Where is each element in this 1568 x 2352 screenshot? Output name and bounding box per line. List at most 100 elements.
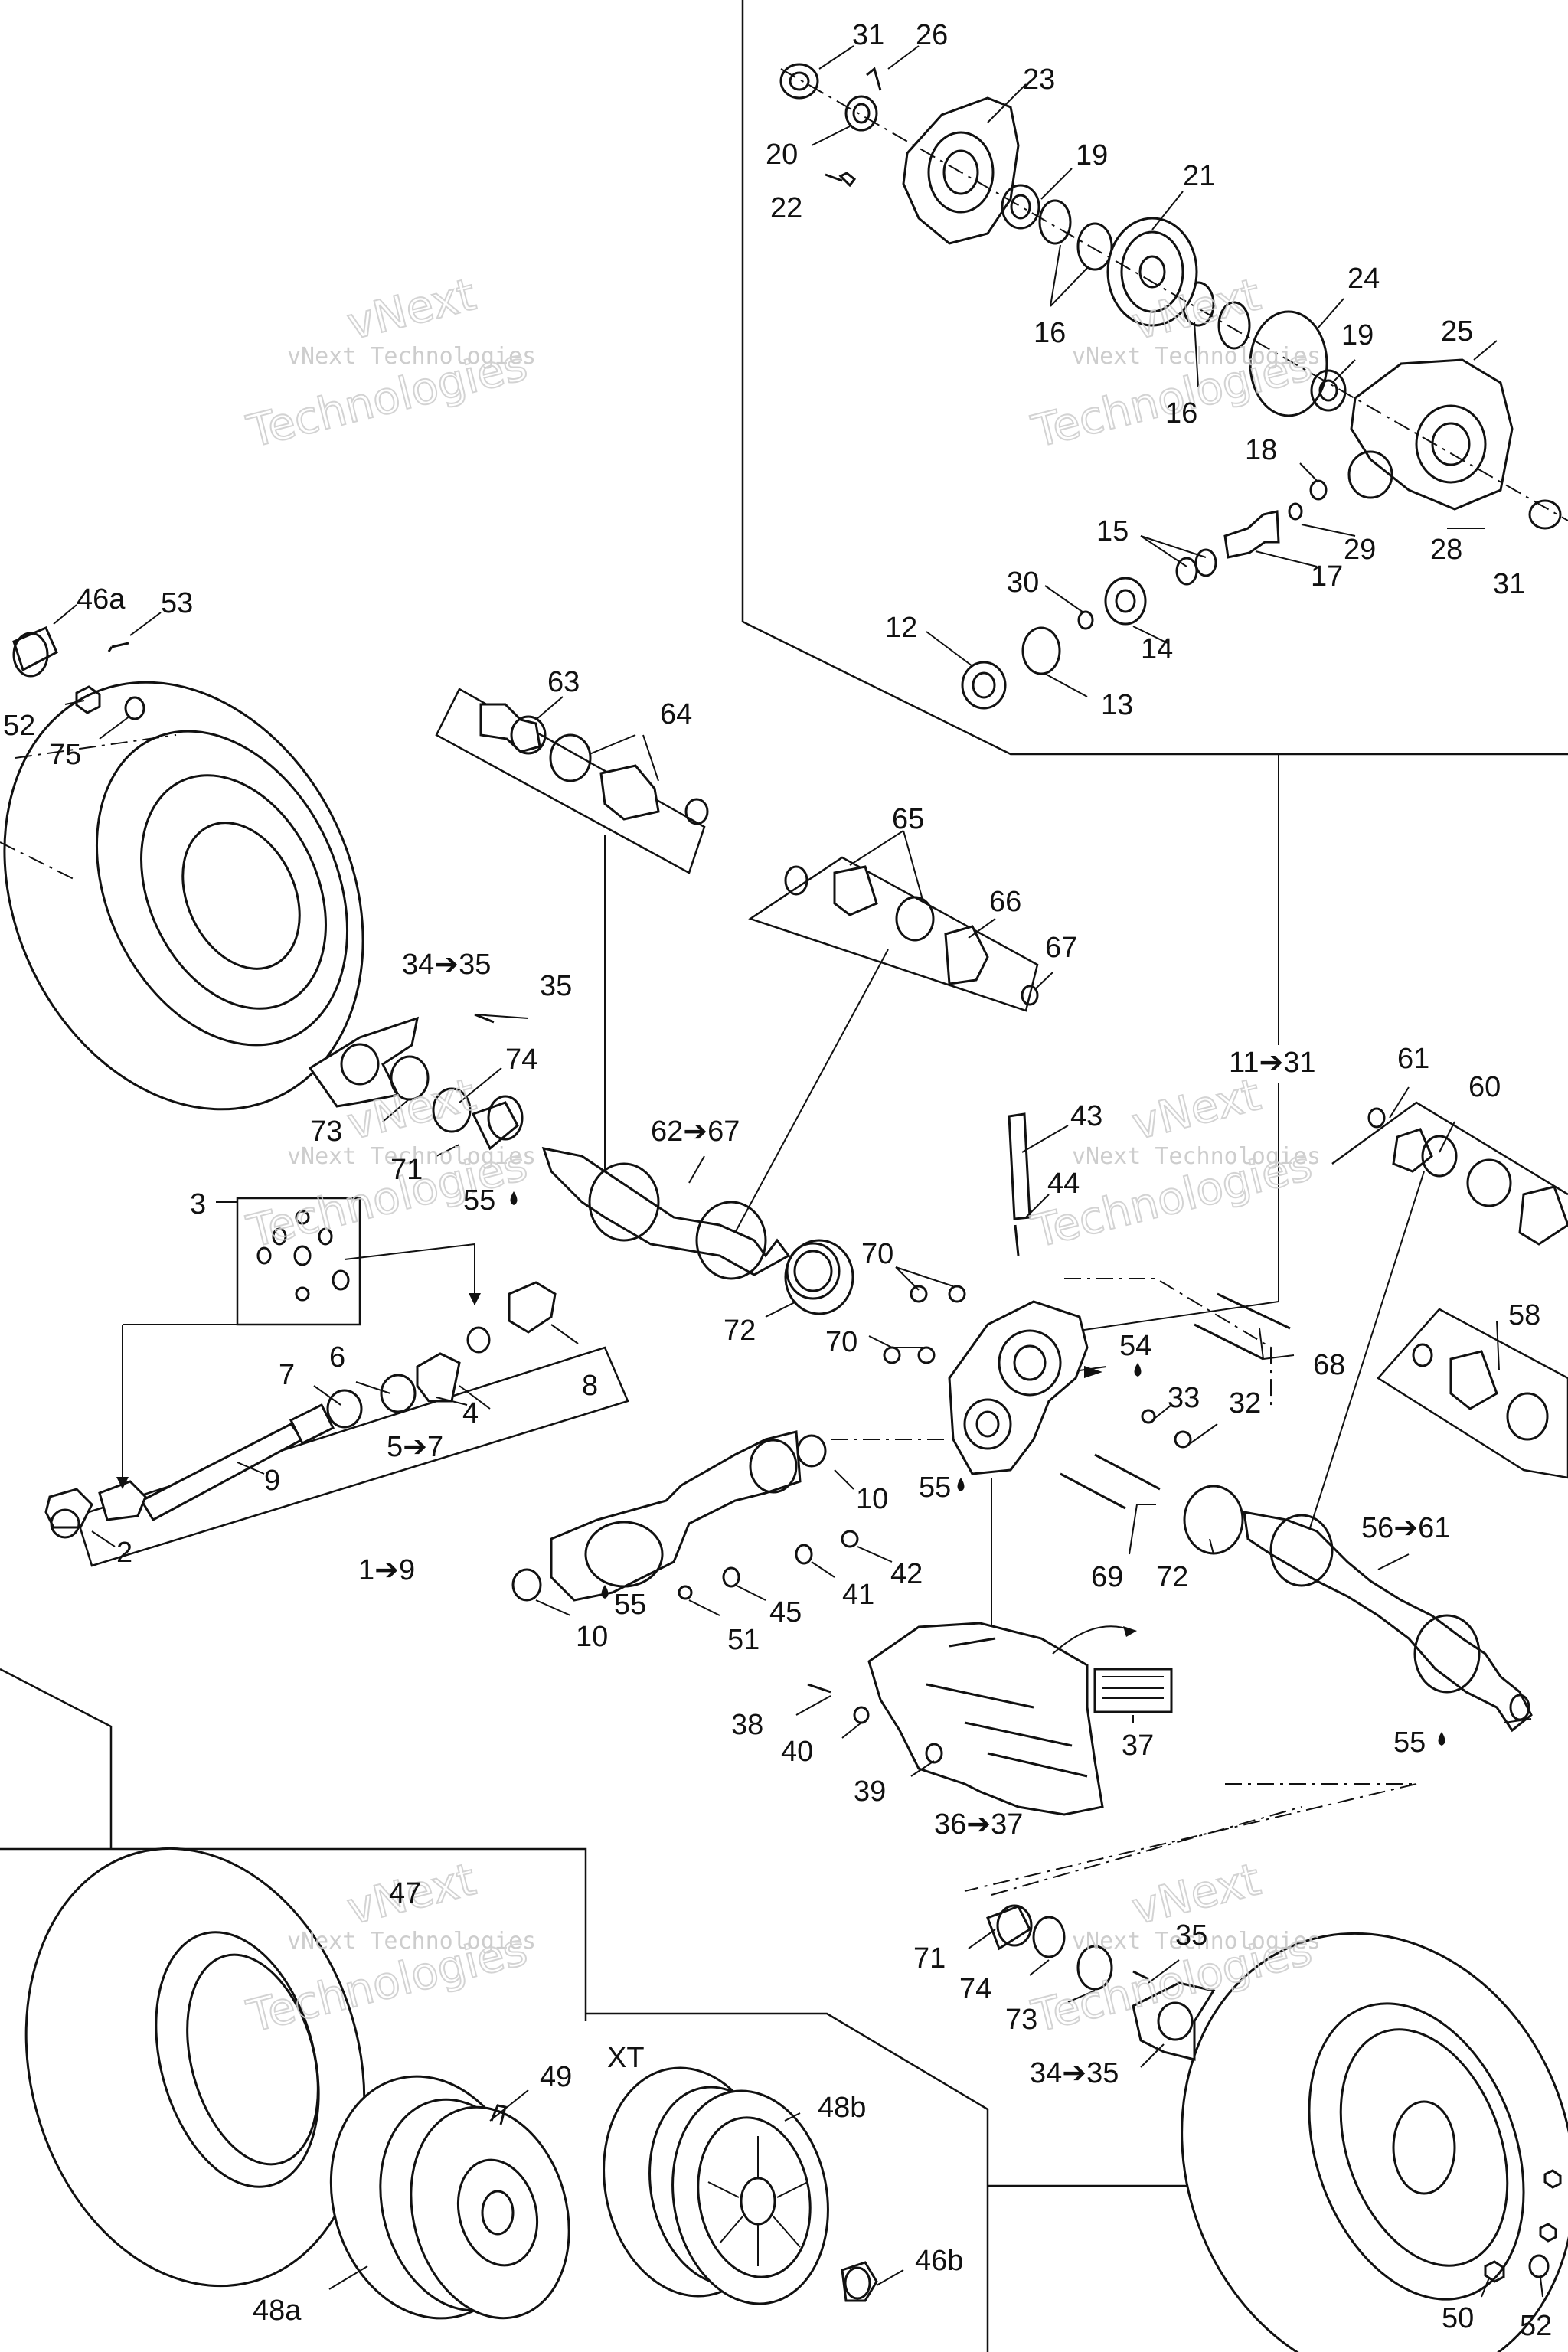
callout-25: 25 [1441,315,1473,348]
callout-9: 9 [264,1465,280,1497]
callout-55b: 55 [919,1472,951,1504]
callout-62-67: 62➔67 [651,1116,740,1148]
callout-35b: 35 [1175,1919,1207,1952]
callout-55d: 55 [1393,1726,1426,1759]
variant-label-xt: XT [607,2042,645,2074]
callout-5-7: 5➔7 [387,1431,443,1463]
front-differential-housing [784,1112,1291,1673]
callout-34-35: 34➔35 [402,949,491,981]
arrow-icon [1084,1366,1102,1378]
callout-73: 73 [310,1116,342,1148]
callout-3: 3 [190,1188,206,1220]
callout-65: 65 [892,803,924,835]
drive-guard [807,1622,1417,1892]
callout-22: 22 [770,192,802,224]
callout-7: 7 [279,1359,295,1391]
callout-13: 13 [1101,689,1133,721]
watermark-1: vNext vNext Technologies Technologies [241,267,536,459]
callout-29: 29 [1344,534,1376,566]
callout-14: 14 [1141,633,1173,665]
callout-75: 75 [49,739,81,771]
svg-text:vNext: vNext [1127,1068,1266,1150]
watermark-3: vNext vNext Technologies Technologies [241,1067,536,1259]
callout-60: 60 [1468,1071,1501,1103]
callout-28: 28 [1430,534,1462,566]
callout-71b: 71 [913,1942,946,1975]
callout-19b: 19 [1341,319,1374,351]
oil-drop-icon [601,1585,609,1599]
callout-69: 69 [1091,1561,1123,1593]
callout-64: 64 [660,698,692,730]
svg-text:vNext: vNext [342,268,481,350]
oil-drop-icon [957,1478,965,1491]
callout-47: 47 [389,1877,421,1909]
callout-58: 58 [1508,1299,1540,1331]
oil-drop-icon [1438,1732,1446,1746]
callout-55c: 55 [614,1589,646,1621]
callout-35: 35 [540,970,572,1002]
callout-70b: 70 [825,1326,858,1358]
callout-16b: 16 [1165,397,1197,430]
left-drive-shaft [435,688,1039,1300]
callout-18: 18 [1245,434,1277,466]
callout-23: 23 [1023,64,1055,96]
callout-70: 70 [861,1238,893,1270]
callout-53: 53 [161,587,193,619]
callout-19: 19 [1076,139,1108,172]
callout-labels: 31 26 23 20 19 22 21 16 24 16 19 25 18 1… [3,19,1552,2342]
center-drive-shaft [511,1430,949,1602]
lower-left-wheel [24,1847,570,2320]
callout-10b: 10 [576,1621,608,1653]
callout-49: 49 [540,2061,572,2093]
callout-26: 26 [916,19,948,51]
callout-42: 42 [890,1558,923,1590]
callout-16: 16 [1034,317,1066,349]
callout-20: 20 [766,139,798,171]
callout-31: 31 [852,19,884,51]
arrow-icon [116,1477,129,1489]
callout-36-37: 36➔37 [934,1808,1023,1841]
upper-left-wheel [0,626,524,1151]
callout-67: 67 [1045,932,1077,964]
callout-8: 8 [582,1370,598,1402]
callout-39: 39 [854,1775,886,1808]
callout-31b: 31 [1493,568,1525,600]
callout-51: 51 [727,1624,760,1656]
callout-24: 24 [1348,263,1380,295]
callout-54: 54 [1119,1330,1152,1362]
callout-48b: 48b [818,2092,866,2124]
callout-46b: 46b [915,2245,963,2277]
callout-63: 63 [547,666,580,698]
callout-46a: 46a [77,583,126,616]
callout-68: 68 [1313,1349,1345,1381]
callout-61: 61 [1397,1043,1429,1075]
arrow-icon [1123,1626,1137,1637]
callout-44: 44 [1047,1168,1080,1200]
callout-4: 4 [462,1397,479,1429]
callout-37: 37 [1122,1730,1154,1762]
differential-assembly [779,63,1568,710]
callout-72: 72 [724,1315,756,1347]
right-drive-shaft [1243,1107,1568,1733]
svg-text:vNext Technologies: vNext Technologies [1072,1143,1321,1170]
callout-73b: 73 [1005,2004,1037,2036]
callout-38: 38 [731,1709,763,1741]
callout-74: 74 [505,1044,537,1076]
svg-text:vNext Technologies: vNext Technologies [1072,1928,1321,1955]
oil-drop-icons [116,1191,1446,1746]
callout-74b: 74 [959,1973,991,2005]
callout-45: 45 [769,1596,802,1628]
callout-43: 43 [1070,1100,1102,1132]
callout-71: 71 [390,1154,423,1186]
callout-1-9: 1➔9 [358,1554,415,1586]
oil-drop-icon [510,1191,518,1205]
oil-drop-icon [1134,1363,1142,1377]
callout-10: 10 [856,1483,888,1515]
callout-32: 32 [1229,1387,1261,1419]
lower-right-wheel [986,1806,1568,2352]
callout-11-31: 11➔31 [1229,1047,1316,1079]
leader-lines [53,45,1544,2298]
arrow-icon [469,1293,481,1305]
callout-41: 41 [842,1579,874,1611]
svg-text:vNext Technologies: vNext Technologies [287,343,536,370]
